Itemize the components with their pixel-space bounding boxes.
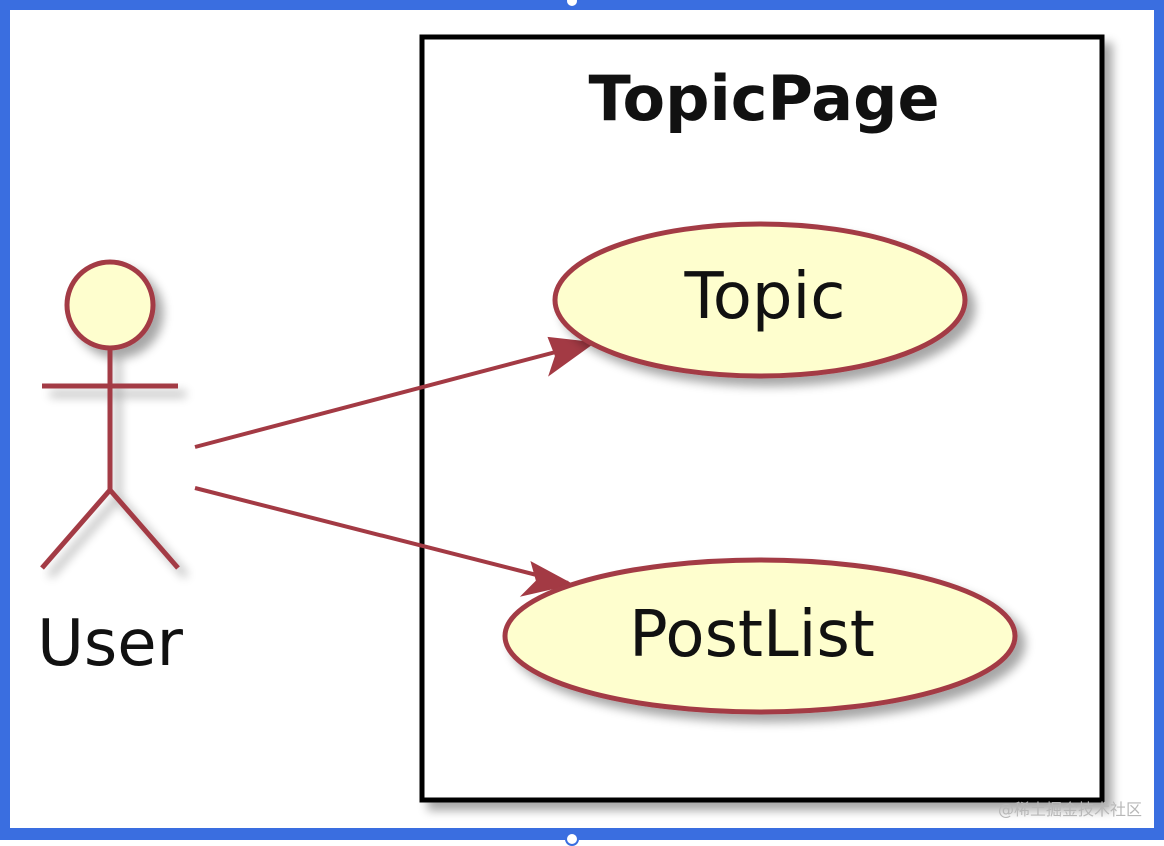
actor-right-leg <box>110 490 178 568</box>
use-case-topic[interactable]: Topic <box>555 224 965 376</box>
use-case-topic-label: Topic <box>684 260 846 334</box>
actor-label: User <box>37 607 184 681</box>
use-case-postlist-label: PostList <box>629 598 875 672</box>
actor-head <box>67 262 153 348</box>
user-actor[interactable] <box>42 262 178 568</box>
use-case-postlist[interactable]: PostList <box>505 560 1015 712</box>
actor-left-leg <box>42 490 110 568</box>
system-title: TopicPage <box>588 62 939 135</box>
watermark: @稀土掘金技术社区 <box>998 796 1142 820</box>
